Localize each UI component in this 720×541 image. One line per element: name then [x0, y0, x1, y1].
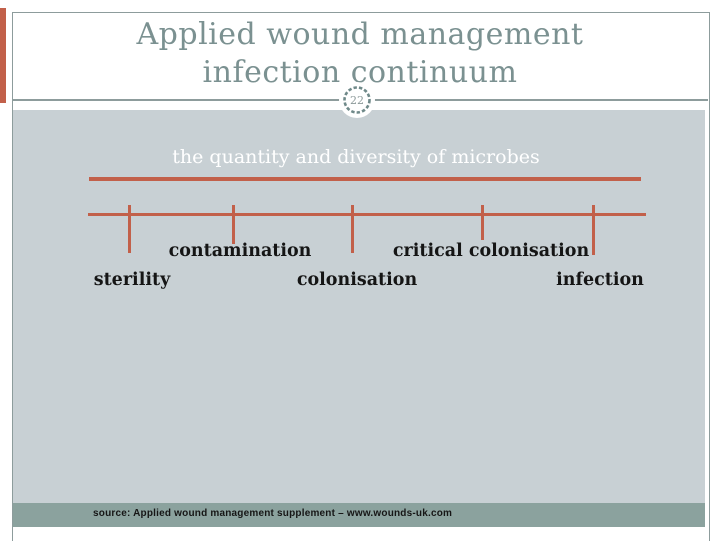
footer-band — [13, 503, 705, 527]
title-line-1: Applied wound management — [136, 17, 584, 52]
continuum-line — [88, 213, 646, 216]
tick-colonisation — [351, 205, 354, 253]
stage-label-sterility: sterility — [93, 270, 171, 290]
stage-label-infection: infection — [556, 270, 644, 290]
badge-dashed-ring — [343, 86, 371, 114]
page-number-badge: 22 — [339, 82, 375, 118]
slide-frame — [12, 12, 710, 541]
content-panel — [13, 110, 705, 503]
source-text: source: Applied wound management supplem… — [93, 508, 453, 519]
stage-label-critical-colonisation: critical colonisation — [392, 241, 590, 261]
tick-contamination — [232, 205, 235, 244]
left-accent-bar — [0, 8, 6, 103]
tick-sterility — [128, 205, 131, 253]
slide-title: Applied wound management infection conti… — [12, 16, 708, 92]
stage-label-colonisation: colonisation — [296, 270, 418, 290]
quantity-axis-line — [89, 177, 641, 181]
tick-critical-colonisation — [481, 205, 484, 240]
microbes-axis-label: the quantity and diversity of microbes — [172, 146, 540, 168]
tick-infection — [592, 205, 595, 255]
stage-label-contamination: contamination — [168, 241, 312, 261]
page-number: 22 — [350, 94, 364, 107]
